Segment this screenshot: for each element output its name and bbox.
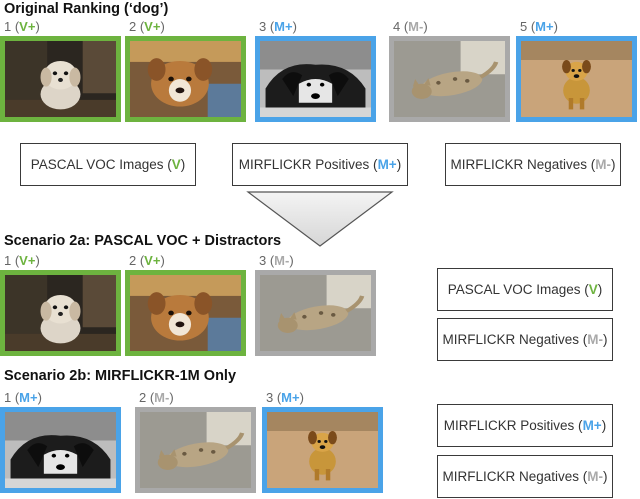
rank-label: 2 (V+) [129,253,165,268]
rank-tag: M+ [535,19,554,34]
rank-close: ) [299,390,304,405]
rank-tag: M+ [274,19,293,34]
rank-tag: V+ [19,19,36,34]
ranked-image [389,36,510,122]
legend-mir-neg-text: MIRFLICKR Negatives ( [442,332,588,347]
cat-on-carpet-photo [260,275,371,351]
rank-number: 2 ( [129,19,145,34]
rank-close: ) [160,19,165,34]
legend-mirflickr-positives: MIRFLICKR Positives (M+) [232,143,408,186]
legend-mir-pos-close: ) [601,418,607,433]
scenario-2a-legend-mir-neg: MIRFLICKR Negatives (M-) [437,318,613,361]
scenario-2b-legend-mir-pos: MIRFLICKR Positives (M+) [437,404,613,447]
rank-label: 3 (M+) [259,19,297,34]
ranked-image [0,36,121,122]
original-ranking-title: Original Ranking (‘dog’) [4,1,169,17]
rank-number: 1 ( [4,253,20,268]
down-arrow-icon [246,191,394,247]
rank-tag: V+ [19,253,36,268]
legend-mir-pos-tag: M+ [377,157,397,172]
ranked-image [125,36,246,122]
legend-mir-neg-text: MIRFLICKR Negatives ( [442,469,588,484]
dog-on-beach-photo [267,412,378,488]
legend-pascal-text: PASCAL VOC Images ( [30,157,172,172]
rank-label: 2 (M-) [139,390,174,405]
legend-pascal-voc: PASCAL VOC Images (V) [20,143,196,186]
rank-tag: V+ [144,19,161,34]
rank-label: 1 (M+) [4,390,42,405]
legend-pascal-close: ) [180,157,186,172]
legend-pascal-close: ) [597,282,603,297]
rank-label: 2 (V+) [129,19,165,34]
legend-mir-neg-close: ) [611,157,616,172]
legend-pascal-tag: V [588,282,598,297]
rank-tag: M+ [281,390,300,405]
legend-mir-neg-text: MIRFLICKR Negatives ( [450,157,596,172]
rank-tag: M- [408,19,424,34]
rank-tag: M+ [19,390,38,405]
small-white-dog-photo [5,41,116,117]
scenario-2a-legend-pascal: PASCAL VOC Images (V) [437,268,613,311]
rank-tag: V+ [144,253,161,268]
ranked-image [135,407,256,493]
legend-mir-neg-tag: M- [587,469,604,484]
rank-label: 1 (V+) [4,19,40,34]
legend-mir-pos-text: MIRFLICKR Positives ( [443,418,583,433]
black-dog-bw-photo [5,412,116,488]
rank-close: ) [292,19,297,34]
legend-pascal-tag: V [171,157,181,172]
rank-number: 4 ( [393,19,409,34]
ranked-image [0,407,121,493]
rank-number: 1 ( [4,19,20,34]
rank-label: 1 (V+) [4,253,40,268]
rank-close: ) [35,253,40,268]
rank-label: 5 (M+) [520,19,558,34]
rank-number: 3 ( [259,19,275,34]
legend-mir-neg-close: ) [603,469,608,484]
rank-label: 3 (M+) [266,390,304,405]
legend-mirflickr-negatives: MIRFLICKR Negatives (M-) [445,143,621,186]
legend-mir-pos-tag: M+ [582,418,602,433]
rank-number: 2 ( [129,253,145,268]
brown-dog-couch-photo [130,275,241,351]
cat-on-carpet-photo [140,412,251,488]
ranked-image [0,270,121,356]
ranked-image [255,36,376,122]
ranked-image [516,36,637,122]
rank-close: ) [169,390,174,405]
dog-on-beach-photo [521,41,632,117]
scenario-2a-title: Scenario 2a: PASCAL VOC + Distractors [4,233,282,249]
scenario-2b-legend-mir-neg: MIRFLICKR Negatives (M-) [437,455,613,498]
legend-mir-pos-text: MIRFLICKR Positives ( [238,157,378,172]
rank-number: 5 ( [520,19,536,34]
rank-number: 3 ( [266,390,282,405]
small-white-dog-photo [5,275,116,351]
rank-number: 1 ( [4,390,20,405]
cat-on-carpet-photo [394,41,505,117]
black-dog-bw-photo [260,41,371,117]
legend-mir-pos-close: ) [396,157,402,172]
ranked-image [125,270,246,356]
rank-close: ) [37,390,42,405]
legend-mir-neg-close: ) [603,332,608,347]
rank-close: ) [160,253,165,268]
rank-label: 4 (M-) [393,19,428,34]
brown-dog-couch-photo [130,41,241,117]
scenario-2b-title: Scenario 2b: MIRFLICKR-1M Only [4,368,237,384]
rank-label: 3 (M-) [259,253,294,268]
rank-tag: M- [154,390,170,405]
rank-close: ) [553,19,558,34]
legend-pascal-text: PASCAL VOC Images ( [447,282,589,297]
legend-mir-neg-tag: M- [595,157,612,172]
rank-close: ) [423,19,428,34]
rank-close: ) [35,19,40,34]
ranked-image [262,407,383,493]
rank-close: ) [289,253,294,268]
rank-number: 2 ( [139,390,155,405]
rank-tag: M- [274,253,290,268]
ranked-image [255,270,376,356]
legend-mir-neg-tag: M- [587,332,604,347]
rank-number: 3 ( [259,253,275,268]
